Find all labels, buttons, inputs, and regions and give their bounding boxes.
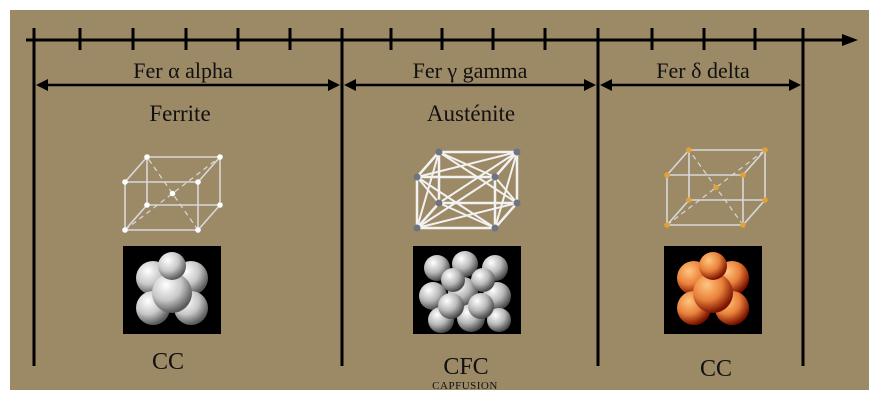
lattice-atom — [195, 227, 201, 233]
atom-sphere — [158, 252, 186, 280]
cube-back-face — [147, 157, 220, 205]
ball-model-ferrite — [123, 246, 221, 334]
cube-edge — [125, 157, 147, 182]
phase-label-delta: Fer δ delta — [656, 60, 749, 82]
atom-sphere — [699, 252, 727, 280]
cube-edge — [198, 205, 220, 230]
phase-name-austenite: Austénite — [427, 102, 515, 125]
ball-model-delta — [664, 246, 762, 334]
sphere-packing-bcc — [123, 246, 221, 334]
lattice-atom — [762, 197, 768, 203]
sphere-packing-bcc-delta — [664, 246, 762, 334]
atom-sphere — [471, 268, 495, 292]
cube-edge — [743, 200, 765, 225]
lattice-cube-fcc — [414, 149, 521, 232]
lattice-atom — [144, 202, 150, 208]
lattice-atom — [414, 225, 421, 232]
atom-sphere — [438, 293, 464, 319]
lattice-atom — [217, 154, 223, 160]
cube-edge — [667, 150, 689, 175]
atom-sphere — [441, 268, 465, 292]
lattice-atom — [492, 225, 499, 232]
lattice-atom — [122, 227, 128, 233]
lattice-atom — [122, 179, 128, 185]
lattice-atom — [436, 200, 443, 207]
lattice-atom — [713, 185, 719, 191]
ball-model-austenite — [413, 246, 521, 334]
face-diagonal — [439, 203, 495, 228]
lattice-atom — [686, 147, 692, 153]
lattice-atom — [492, 174, 499, 181]
sphere-packing-fcc — [413, 246, 521, 334]
phase-name-ferrite: Ferrite — [149, 102, 210, 125]
cube-edge — [198, 157, 220, 182]
lattice-atom — [414, 174, 421, 181]
phase-label-alpha: Fer α alpha — [133, 60, 233, 82]
lattice-cube-bcc — [664, 147, 768, 228]
structure-label-alpha: CC — [152, 350, 184, 374]
cube-edge — [125, 205, 147, 230]
atom-sphere — [468, 293, 494, 319]
lattice-atom — [686, 197, 692, 203]
structure-label-gamma: CFC — [443, 355, 488, 379]
lattice-atom — [144, 154, 150, 160]
cube-edge — [743, 150, 765, 175]
lattice-atom — [217, 202, 223, 208]
lattice-cube-bcc — [122, 154, 223, 233]
watermark: CAPFUSION — [432, 381, 498, 392]
lattice-atom — [740, 222, 746, 228]
cube-edge — [667, 200, 689, 225]
lattice-atom — [195, 179, 201, 185]
lattice-atom — [436, 149, 443, 156]
lattice-atom — [170, 191, 176, 197]
lattice-atom — [664, 172, 670, 178]
lattice-layer — [122, 147, 768, 233]
axis-arrowhead — [842, 34, 858, 46]
face-diagonal — [439, 152, 495, 177]
lattice-atom — [664, 222, 670, 228]
cube-front-face — [125, 182, 198, 230]
structure-label-delta: CC — [700, 357, 732, 381]
phase-label-gamma: Fer γ gamma — [413, 60, 528, 82]
lattice-atom — [514, 200, 521, 207]
lattice-atom — [740, 172, 746, 178]
lattice-atom — [762, 147, 768, 153]
lattice-atom — [514, 149, 521, 156]
